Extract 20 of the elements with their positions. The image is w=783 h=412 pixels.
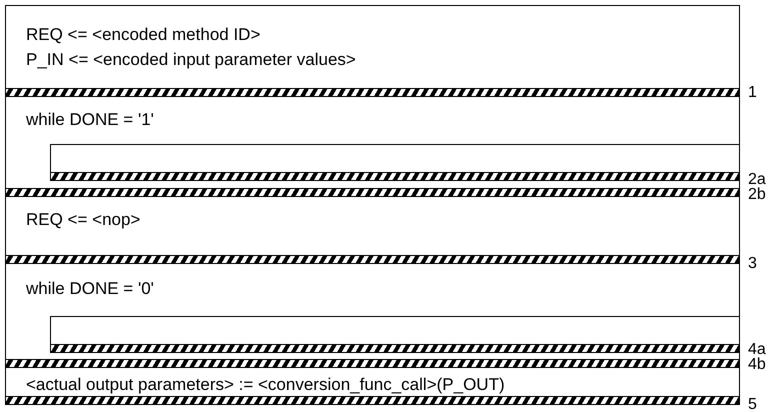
- statement-block: [5, 5, 740, 97]
- loop-body-block: [50, 316, 740, 353]
- statement-block: [5, 367, 740, 405]
- step-number: 2a: [748, 172, 766, 188]
- step-number: 3: [748, 256, 757, 272]
- loop-condition: while DONE = '0': [26, 278, 154, 300]
- step-number: 1: [748, 85, 757, 101]
- statement-block: [5, 196, 740, 264]
- loop-block: [5, 263, 740, 368]
- loop-condition: while DONE = '1': [26, 109, 154, 131]
- loop-body-block: [50, 144, 740, 181]
- step-number: 2b: [748, 187, 766, 203]
- statement-text: REQ <= <encoded method ID>: [26, 24, 260, 46]
- statement-text: P_IN <= <encoded input parameter values>: [26, 49, 356, 71]
- step-number: 4a: [748, 342, 766, 358]
- statement-text: REQ <= <nop>: [26, 209, 140, 231]
- step-number: 5: [748, 397, 757, 412]
- statement-text: <actual output parameters> := <conversion_func_call>(P_OUT): [26, 374, 505, 396]
- step-number: 4b: [748, 357, 766, 373]
- loop-block: [5, 96, 740, 197]
